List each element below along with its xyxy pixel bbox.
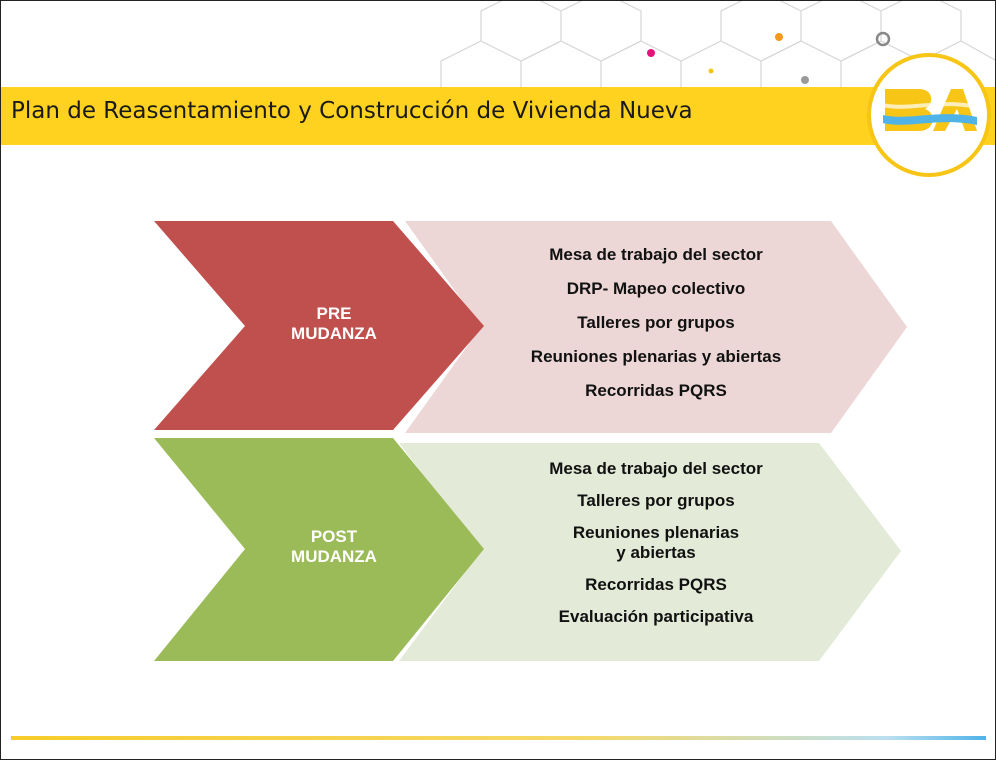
pre-label-line2: MUDANZA [291, 324, 377, 343]
post-items-chevron [399, 443, 901, 661]
pre-activity-item: Talleres por grupos [577, 313, 735, 332]
pre-label-chevron [154, 221, 484, 430]
page-title: Plan de Reasentamiento y Construcción de… [11, 98, 693, 124]
pre-activity-item: DRP- Mapeo colectivo [566, 279, 746, 298]
pre-activity-item: Reuniones plenarias y abiertas [530, 347, 782, 366]
pre-stage-label: PRE MUDANZA [254, 304, 414, 344]
pre-items-chevron [405, 221, 907, 433]
post-activity-item: Evaluación participativa [558, 607, 754, 626]
post-activity-item: Talleres por grupos [577, 491, 735, 510]
header-band [1, 87, 995, 145]
hexagon-pattern-decoration [440, 1, 995, 101]
post-stage-label: POST MUDANZA [254, 527, 414, 567]
pre-label-line1: PRE [316, 304, 352, 323]
post-activities-list: Mesa de trabajo del sector Talleres por … [511, 459, 801, 639]
ba-logo [867, 53, 991, 177]
post-activity-item: Mesa de trabajo del sector [549, 459, 763, 478]
ba-logo-icon [883, 89, 977, 131]
post-label-chevron [154, 438, 484, 661]
pre-activities-list: Mesa de trabajo del sector DRP- Mapeo co… [491, 245, 821, 415]
post-activity-item: Recorridas PQRS [585, 575, 727, 594]
post-activity-item: Reuniones plenarias y abiertas [572, 523, 740, 562]
footer-divider [11, 736, 986, 740]
post-label-line1: POST [310, 527, 358, 546]
pre-activity-item: Mesa de trabajo del sector [549, 245, 763, 264]
post-label-line2: MUDANZA [291, 547, 377, 566]
pre-activity-item: Recorridas PQRS [585, 381, 727, 400]
